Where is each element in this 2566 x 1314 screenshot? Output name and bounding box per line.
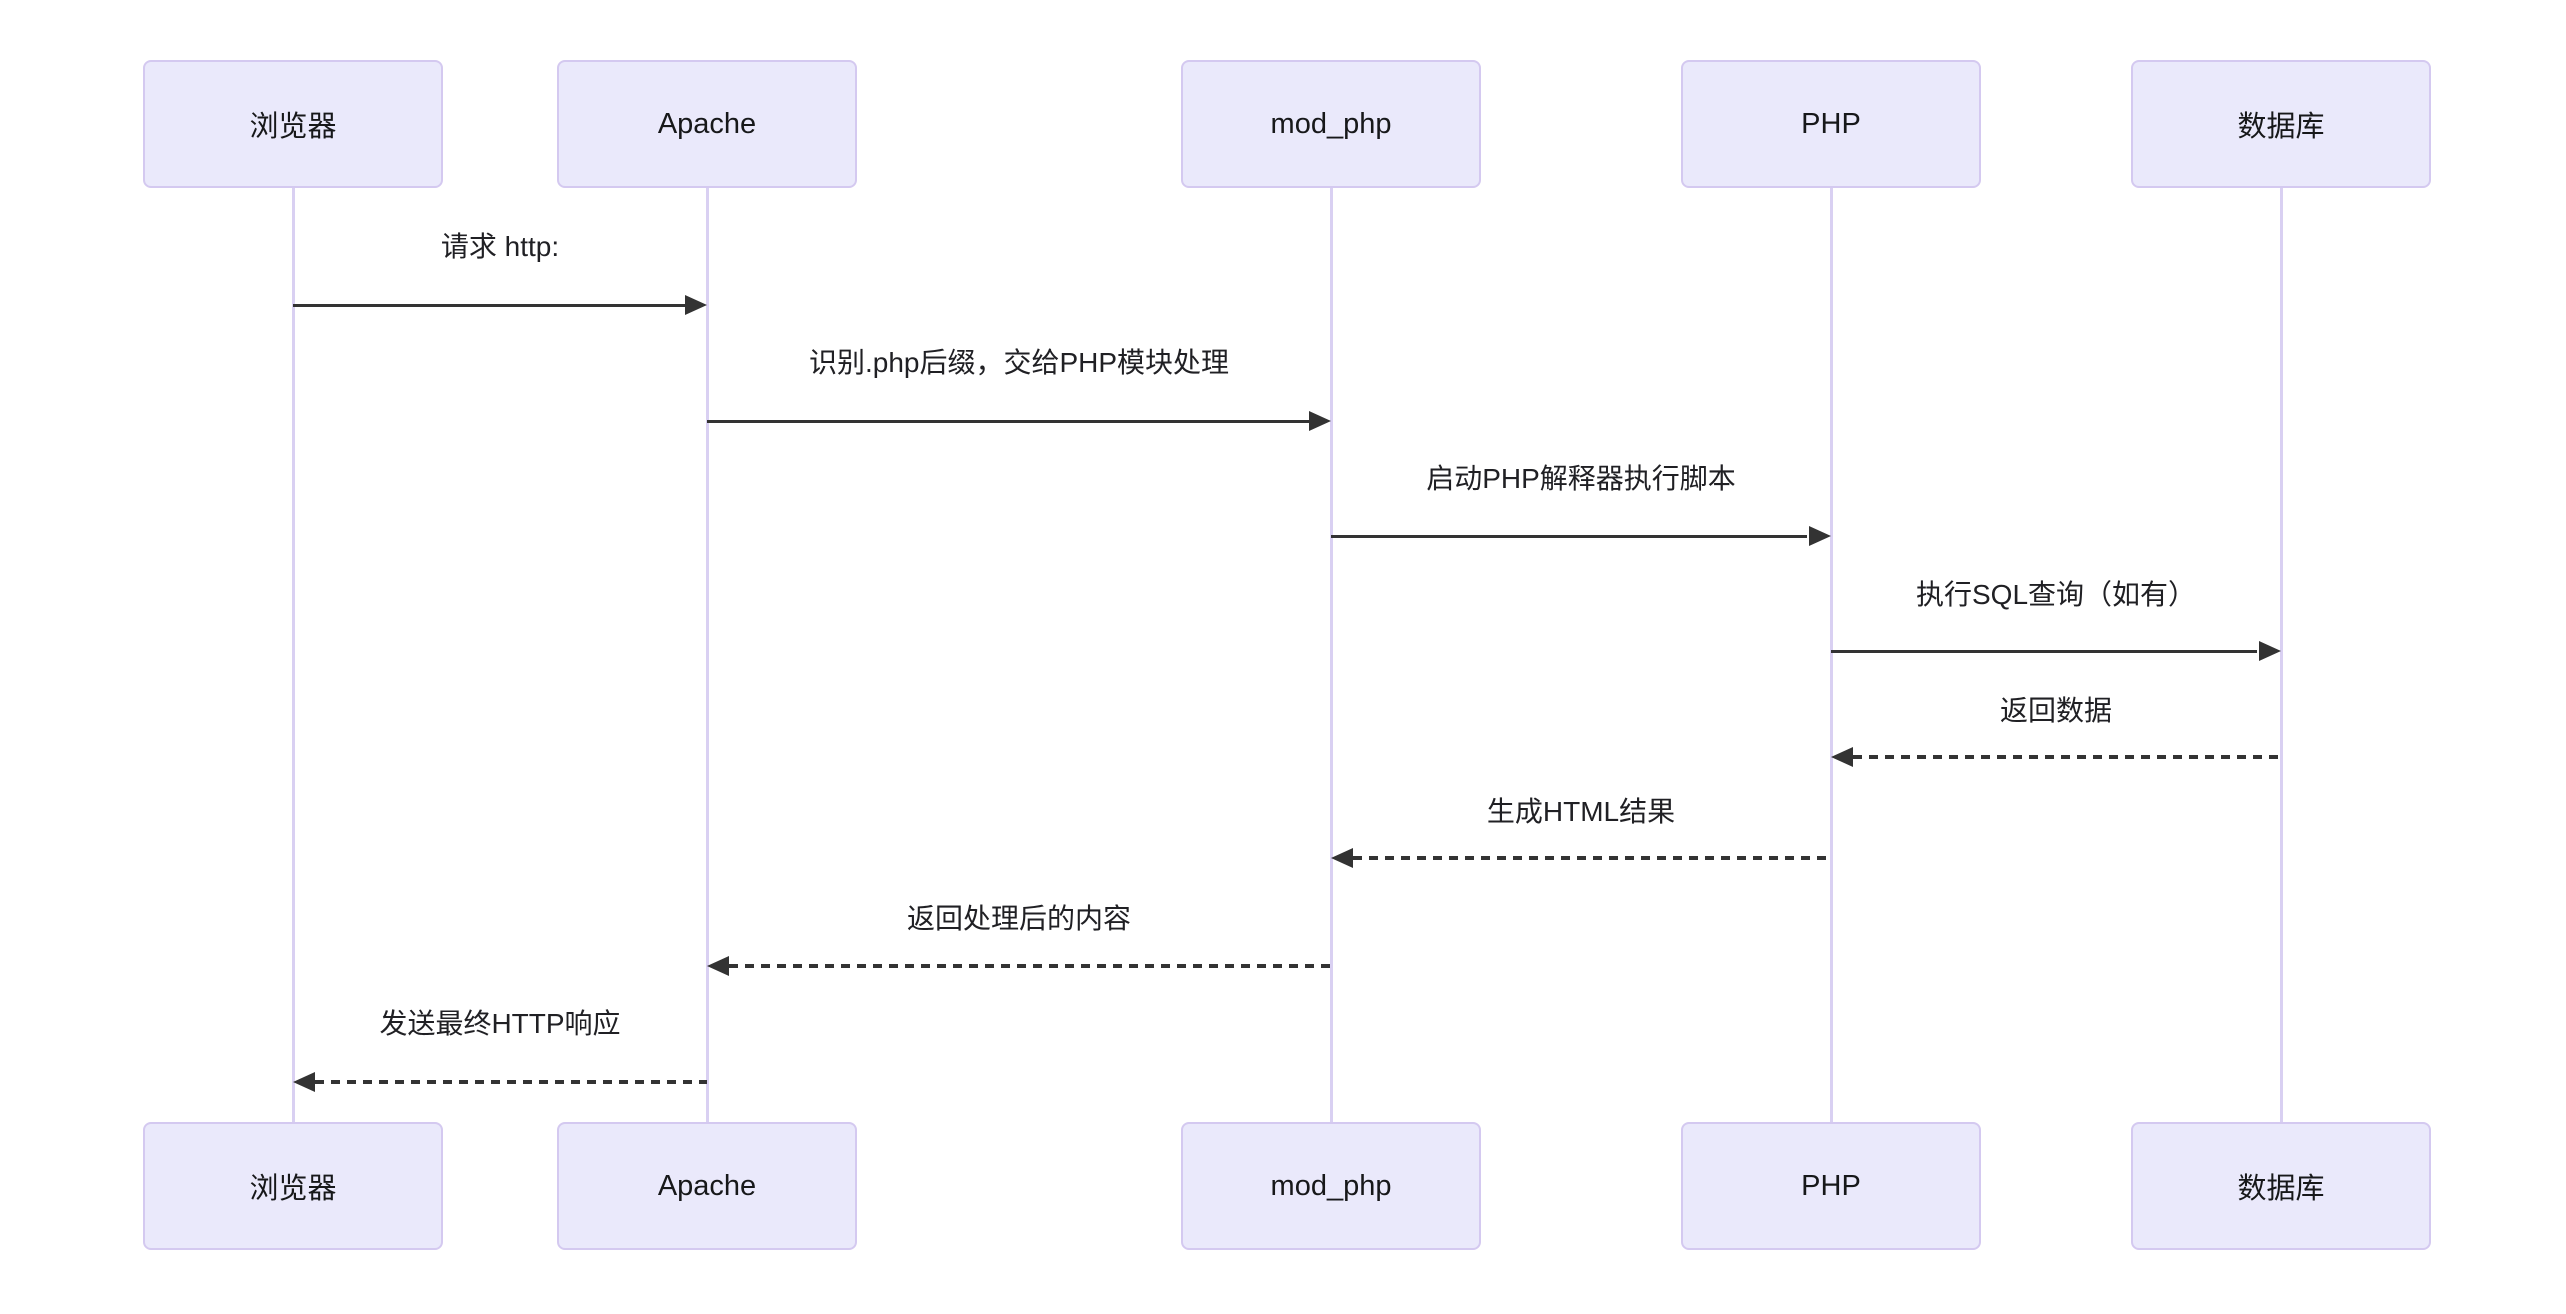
actor-top-mod-php: mod_php: [1181, 60, 1481, 188]
lifeline-browser: [291, 188, 295, 1122]
message-label-return-data: 返回数据: [1999, 695, 2113, 726]
actor-top-php: PHP: [1681, 60, 1981, 188]
arrowhead-right-icon: [2259, 641, 2281, 661]
message-arrow-line: [293, 304, 687, 307]
actor-label: mod_php: [1270, 1169, 1392, 1202]
message-arrow-line: [1353, 856, 1831, 860]
actor-label: 数据库: [2237, 111, 2325, 143]
arrowhead-right-icon: [1309, 411, 1331, 431]
message-label-identify-php: 识别.php后缀，交给PHP模块处理: [808, 347, 1230, 378]
arrowhead-left-icon: [707, 956, 729, 976]
arrowhead-right-icon: [685, 295, 707, 315]
message-arrow-line: [707, 420, 1309, 423]
message-label-return-content: 返回处理后的内容: [906, 903, 1132, 934]
arrowhead-left-icon: [1331, 848, 1353, 868]
actor-label: 浏览器: [249, 111, 337, 143]
actor-bottom-database: 数据库: [2131, 1122, 2431, 1250]
actor-top-apache: Apache: [557, 60, 857, 188]
actor-label: Apache: [657, 107, 757, 140]
actor-bottom-browser: 浏览器: [143, 1122, 443, 1250]
lifeline-mod-php: [1329, 188, 1333, 1122]
message-label-request-http: 请求 http:: [440, 231, 560, 262]
message-label-sql-query: 执行SQL查询（如有）: [1915, 579, 2197, 610]
actor-label: Apache: [657, 1169, 757, 1202]
actor-bottom-apache: Apache: [557, 1122, 857, 1250]
actor-label: 浏览器: [249, 1173, 337, 1205]
actor-label: PHP: [1801, 107, 1861, 140]
message-arrow-line: [729, 964, 1331, 968]
message-label-final-http-response: 发送最终HTTP响应: [379, 1008, 621, 1039]
message-arrow-line: [1831, 650, 2257, 653]
actor-label: PHP: [1801, 1169, 1861, 1202]
message-arrow-line: [1853, 755, 2281, 759]
actor-bottom-php: PHP: [1681, 1122, 1981, 1250]
arrowhead-left-icon: [293, 1072, 315, 1092]
lifeline-php: [1829, 188, 1833, 1122]
lifeline-apache: [705, 188, 709, 1122]
message-arrow-line: [315, 1080, 707, 1084]
actor-bottom-mod-php: mod_php: [1181, 1122, 1481, 1250]
actor-top-database: 数据库: [2131, 60, 2431, 188]
arrowhead-left-icon: [1831, 747, 1853, 767]
actor-label: 数据库: [2237, 1173, 2325, 1205]
arrowhead-right-icon: [1809, 526, 1831, 546]
message-label-generate-html: 生成HTML结果: [1486, 796, 1676, 827]
message-arrow-line: [1331, 535, 1807, 538]
actor-top-browser: 浏览器: [143, 60, 443, 188]
message-label-start-interpreter: 启动PHP解释器执行脚本: [1426, 463, 1736, 494]
lifeline-database: [2279, 188, 2283, 1122]
actor-label: mod_php: [1270, 107, 1392, 140]
